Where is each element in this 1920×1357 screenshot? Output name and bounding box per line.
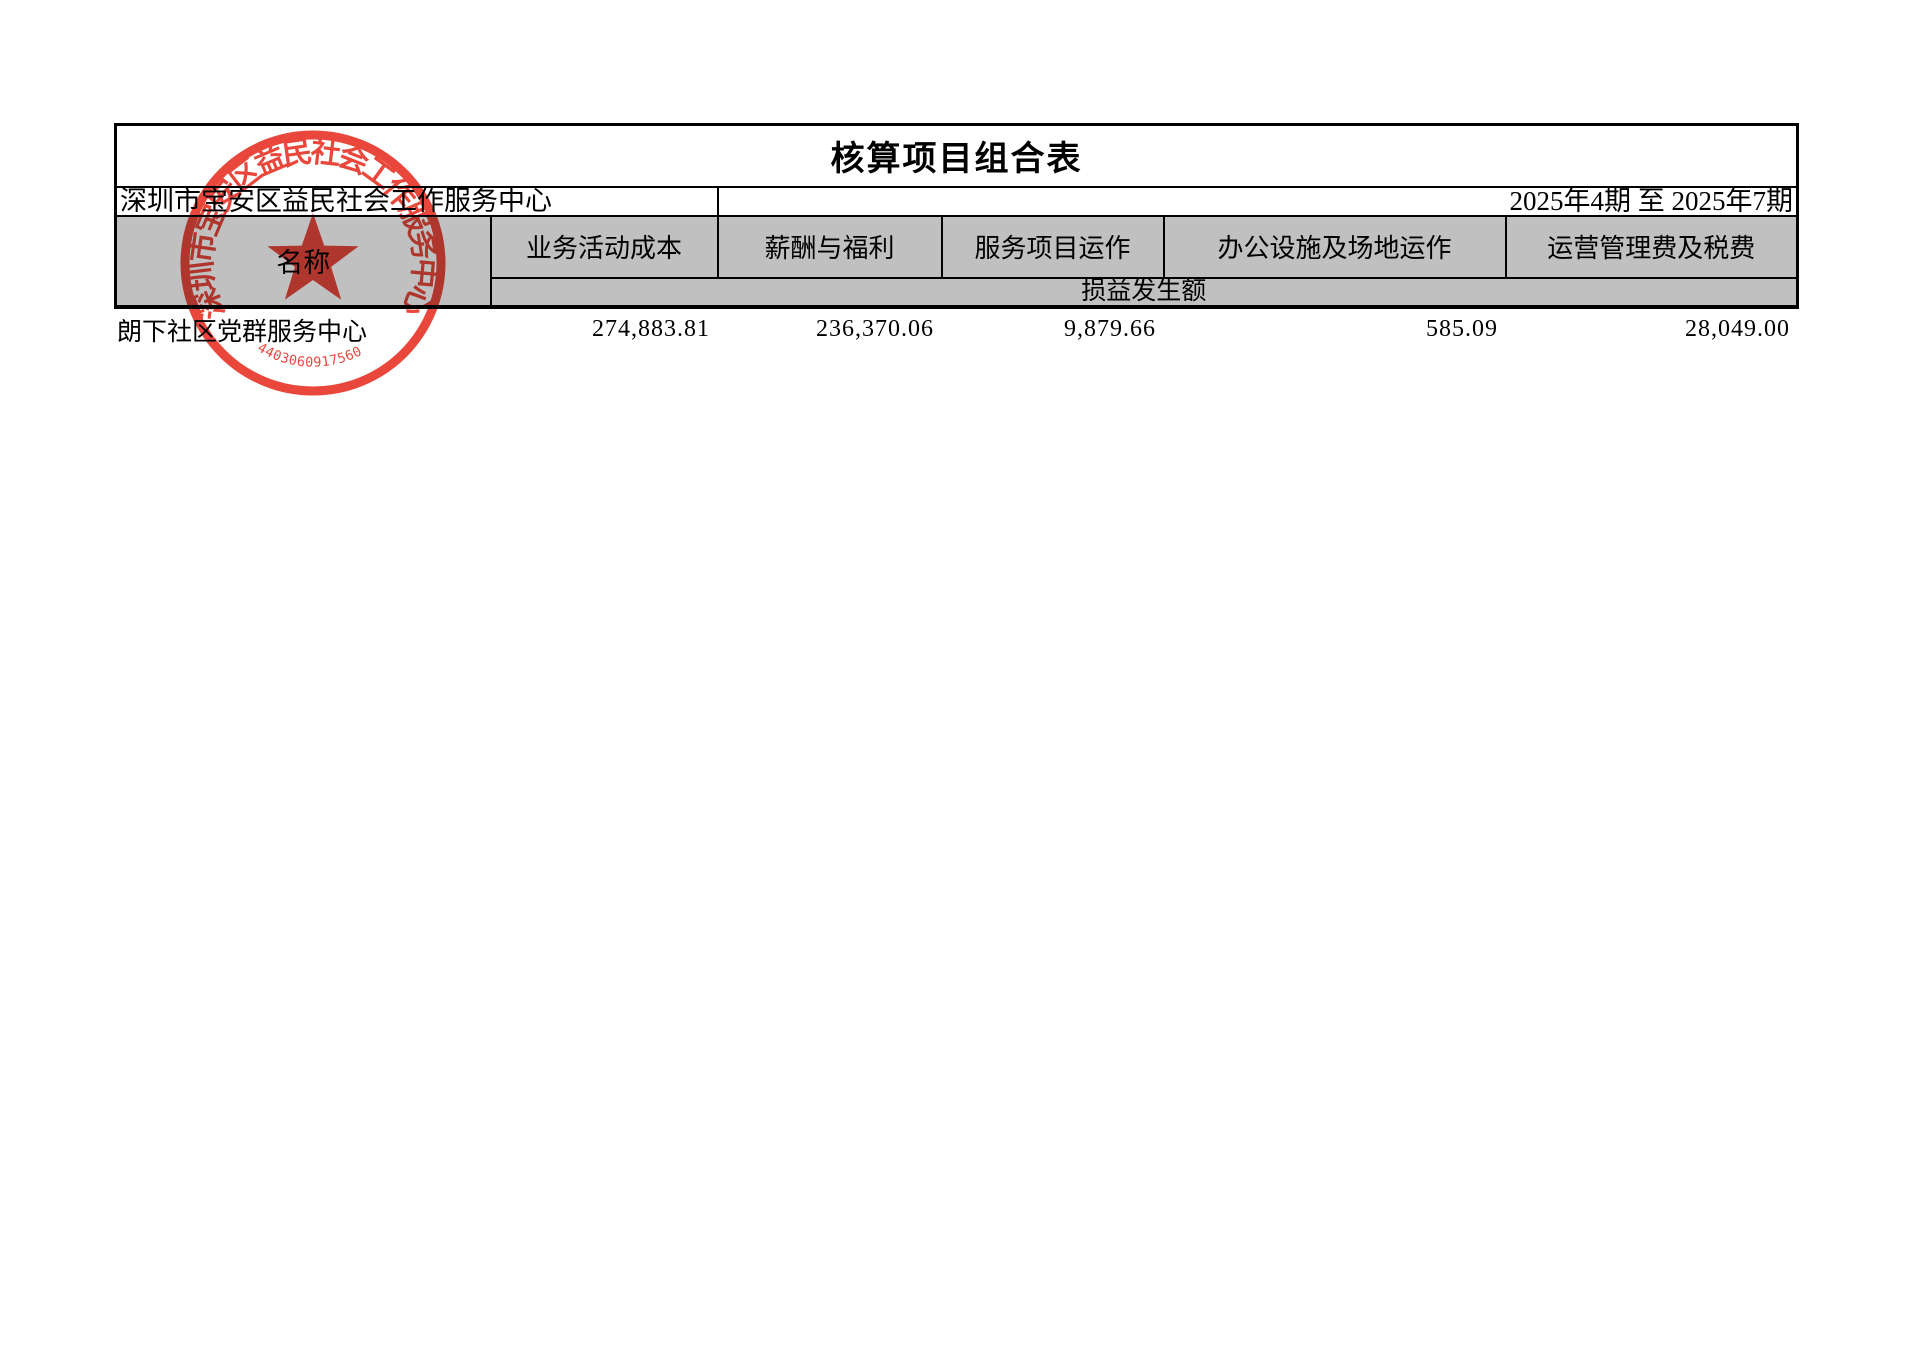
row-value-salary-welfare: 236,370.06 (816, 316, 934, 342)
column-header-business-cost: 业务活动成本 (489, 214, 719, 279)
title-row: 核算项目组合表 (114, 123, 1799, 188)
row-value-office-facility: 585.09 (1426, 316, 1498, 342)
column-header-office-facility: 办公设施及场地运作 (1162, 214, 1507, 279)
row-value-business-cost: 274,883.81 (592, 316, 710, 342)
meta-row: 深圳市宝安区益民社会工作服务中心 2025年4期 至 2025年7期 (114, 185, 1799, 217)
column-header-row: 名称 业务活动成本 薪酬与福利 服务项目运作 办公设施及场地运作 运营管理费及税… (114, 214, 1799, 308)
table-row: 朗下社区党群服务中心 274,883.81 236,370.06 9,879.6… (114, 312, 1796, 348)
row-value-service-operation: 9,879.66 (1064, 316, 1156, 342)
row-name: 朗下社区党群服务中心 (117, 318, 368, 346)
amount-header-row: 损益发生额 (116, 276, 1799, 308)
amount-row-header: 损益发生额 (489, 276, 1799, 308)
report-table: 核算项目组合表 深圳市宝安区益民社会工作服务中心 2025年4期 至 2025年… (114, 123, 1800, 309)
column-header-management-tax: 运营管理费及税费 (1504, 214, 1799, 279)
report-document: 核算项目组合表 深圳市宝安区益民社会工作服务中心 2025年4期 至 2025年… (114, 123, 1800, 348)
name-column-header: 名称 (114, 214, 492, 308)
org-name-cell: 深圳市宝安区益民社会工作服务中心 (114, 185, 719, 217)
row-value-management-tax: 28,049.00 (1685, 316, 1790, 342)
period-cell: 2025年4期 至 2025年7期 (716, 185, 1799, 217)
column-header-salary-welfare: 薪酬与福利 (716, 214, 943, 279)
column-header-service-operation: 服务项目运作 (940, 214, 1165, 279)
page-title: 核算项目组合表 (114, 123, 1799, 188)
